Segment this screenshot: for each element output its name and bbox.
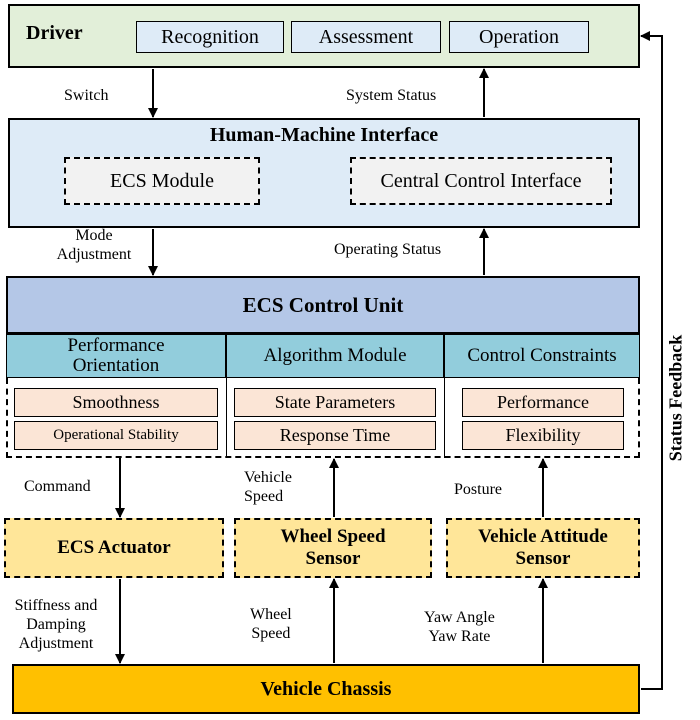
column-divider — [444, 378, 445, 458]
header-line: Performance — [67, 335, 165, 356]
label-stiffness-damping: Stiffness and Damping Adjustment — [4, 596, 108, 653]
item-performance: Performance — [462, 388, 624, 417]
label-line: Mode — [75, 227, 113, 244]
label-posture: Posture — [454, 481, 502, 498]
ecs-control-unit: ECS Control Unit — [6, 276, 640, 334]
label-line: Yaw Angle — [424, 609, 495, 626]
driver-assessment: Assessment — [291, 21, 441, 53]
label-command: Command — [24, 478, 91, 495]
label-switch: Switch — [64, 87, 109, 104]
label-line: Speed — [251, 625, 291, 642]
driver-recognition: Recognition — [136, 21, 284, 53]
label-line: Wheel — [250, 606, 292, 623]
label-status-feedback: Status Feedback — [665, 334, 686, 462]
label-wheel-speed: Wheel Speed — [250, 605, 292, 643]
item-smoothness: Smoothness — [14, 388, 218, 417]
vehicle-attitude-sensor: Vehicle Attitude Sensor — [446, 518, 640, 578]
label-vehicle-speed: Vehicle Speed — [244, 468, 292, 506]
item-flexibility: Flexibility — [462, 421, 624, 450]
label-yaw: Yaw Angle Yaw Rate — [424, 608, 495, 646]
item-state-parameters: State Parameters — [234, 388, 436, 417]
column-header-control-constraints: Control Constraints — [444, 334, 640, 378]
sensor-line: Sensor — [305, 548, 361, 569]
item-operational-stability: Operational Stability — [14, 421, 218, 450]
hmi-central-control-interface: Central Control Interface — [350, 157, 612, 205]
hmi-ecs-module: ECS Module — [64, 157, 260, 205]
label-line: Vehicle — [244, 469, 292, 486]
column-header-performance-orientation: Performance Orientation — [6, 334, 226, 378]
driver-title: Driver — [26, 22, 83, 44]
header-line: Orientation — [72, 355, 160, 376]
label-line: Adjustment — [56, 246, 132, 263]
sensor-line: Vehicle Attitude — [478, 526, 608, 547]
item-response-time: Response Time — [234, 421, 436, 450]
wheel-speed-sensor: Wheel Speed Sensor — [234, 518, 432, 578]
hmi-title: Human-Machine Interface — [209, 124, 439, 146]
ecs-actuator: ECS Actuator — [4, 518, 224, 578]
label-line: Stiffness and — [14, 597, 98, 614]
label-line: Damping — [26, 616, 86, 633]
label-operating-status: Operating Status — [334, 241, 442, 258]
sensor-line: Wheel Speed — [280, 526, 386, 547]
vehicle-chassis: Vehicle Chassis — [12, 664, 640, 714]
label-mode-adjustment: Mode Adjustment — [52, 226, 136, 264]
label-line: Adjustment — [18, 635, 94, 652]
label-line: Yaw Rate — [428, 628, 491, 645]
column-divider — [226, 378, 227, 458]
label-system-status: System Status — [346, 87, 437, 104]
label-line: Speed — [244, 488, 284, 505]
column-header-algorithm-module: Algorithm Module — [226, 334, 444, 378]
sensor-line: Sensor — [515, 548, 571, 569]
driver-operation: Operation — [449, 21, 589, 53]
